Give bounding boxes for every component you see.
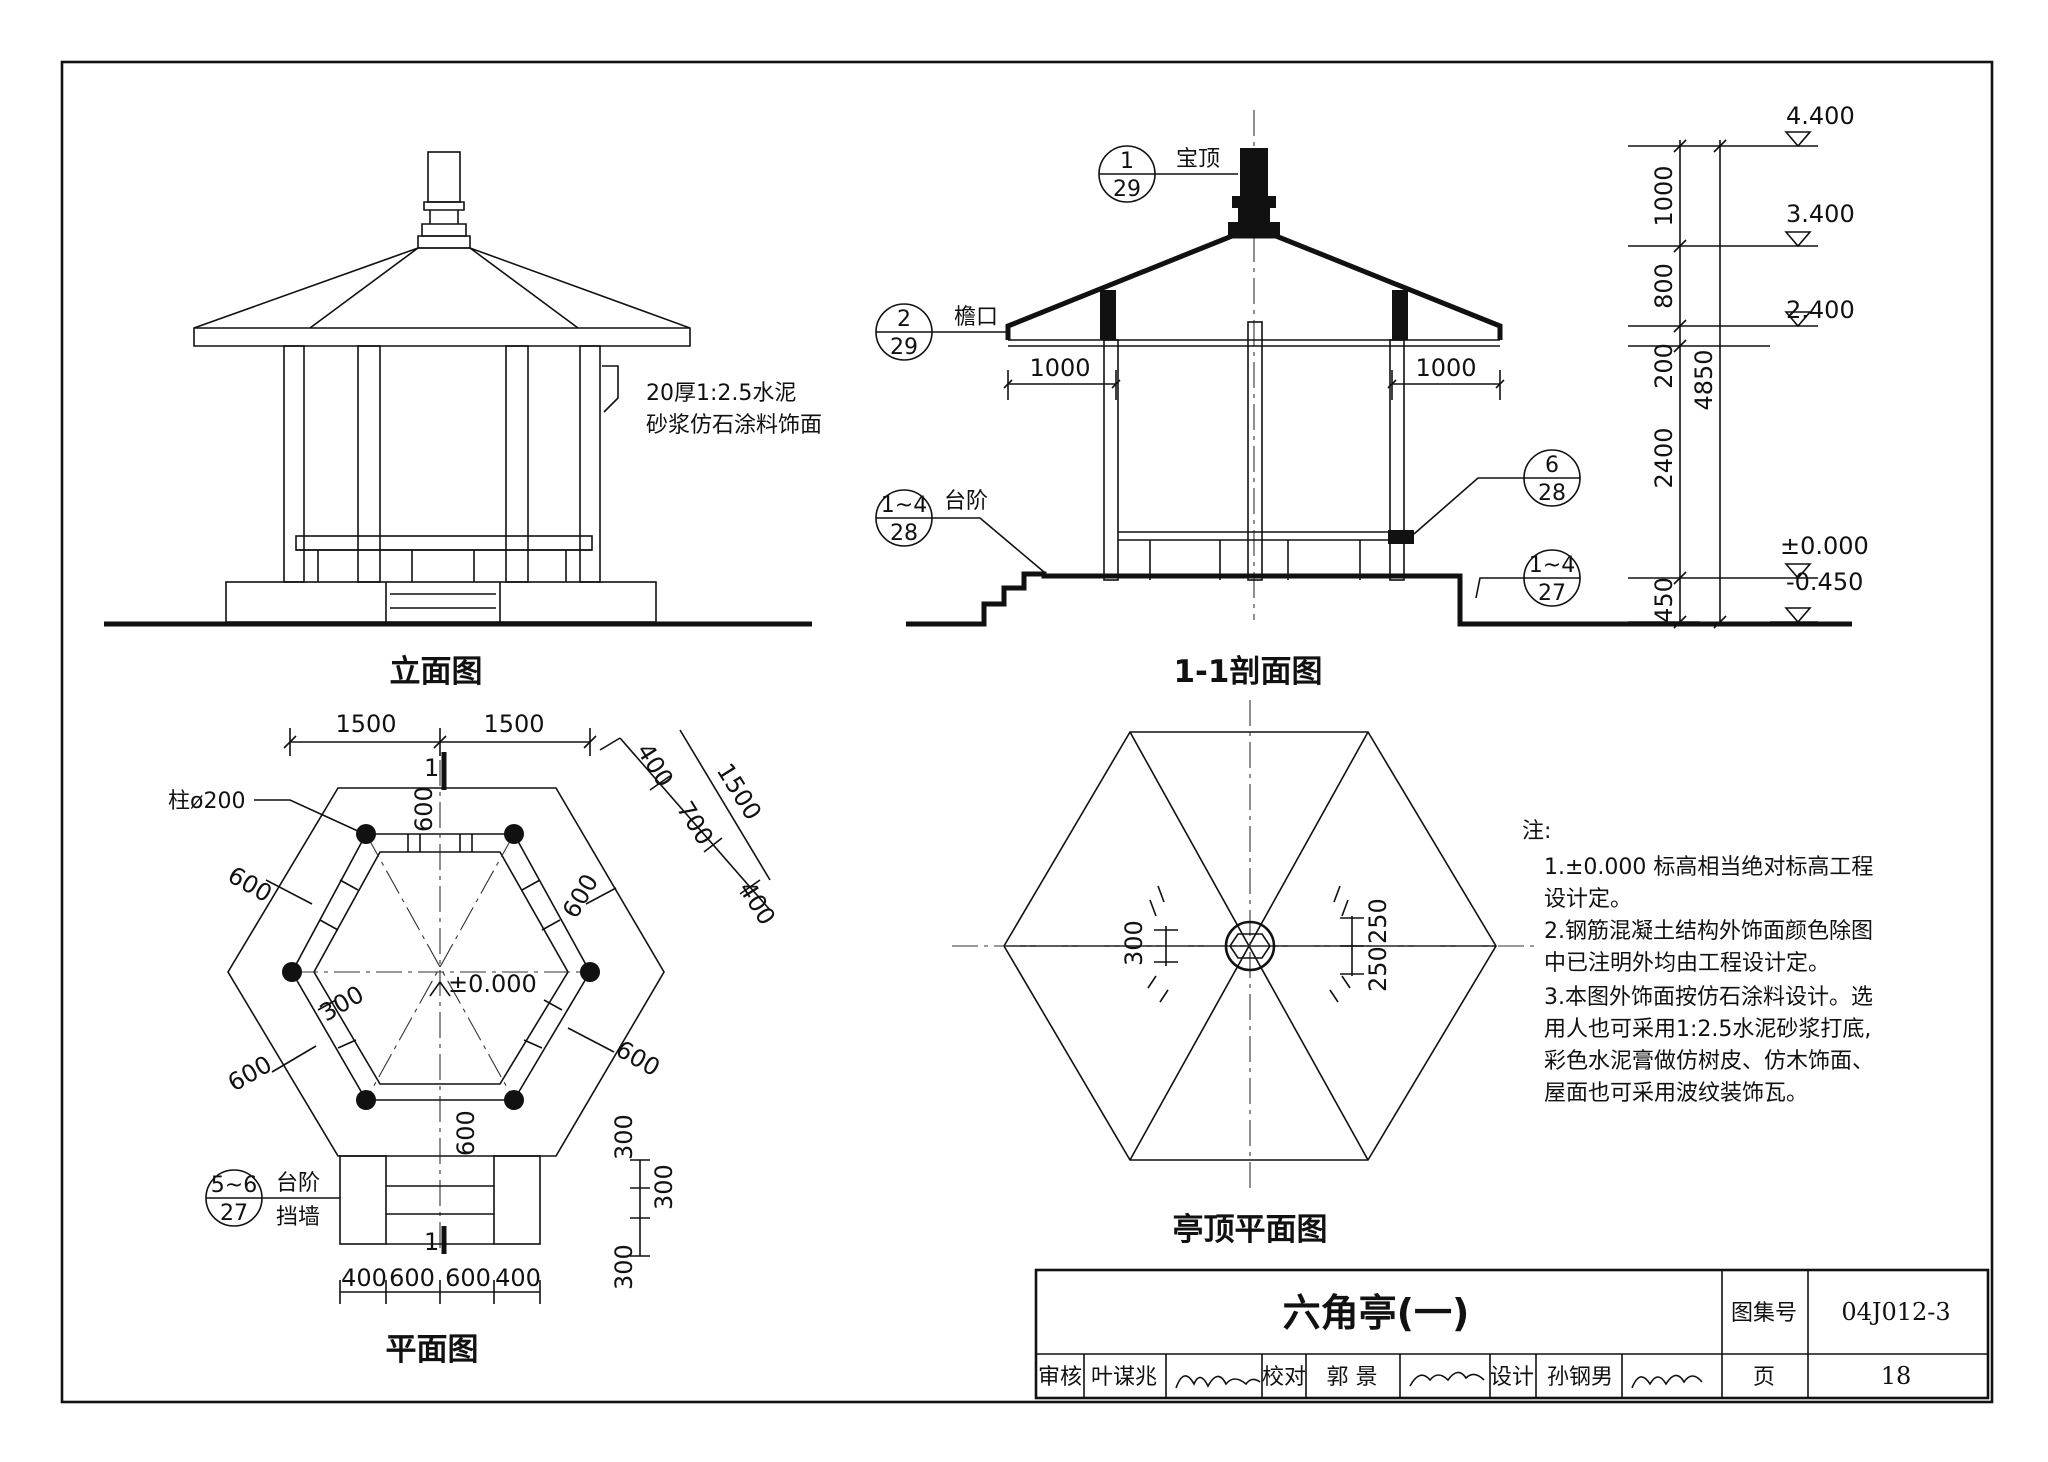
level-4400: 4.400	[1786, 102, 1855, 130]
roof-plan-view: 300 250 250 亭顶平面图	[952, 700, 1536, 1248]
step-ref-den: 28	[890, 521, 918, 546]
bottom-dim-1: 400	[341, 1264, 387, 1292]
check-label: 校对	[1262, 1365, 1306, 1390]
roof-dim-right-lower: 250	[1364, 946, 1392, 992]
seat-ref-den: 28	[1538, 481, 1566, 506]
section-mark-top: 1	[424, 754, 439, 782]
diag-dim-1500: 1500	[711, 758, 767, 825]
plan-steps	[339, 1155, 541, 1245]
elevation-view: 20厚1:2.5水泥 砂浆仿石涂料饰面 立面图	[104, 151, 822, 690]
level-3400: 3.400	[1786, 200, 1855, 228]
section-mark-bottom: 1	[424, 1228, 439, 1256]
page-number: 18	[1881, 1362, 1912, 1390]
plan-step-label2: 挡墙	[276, 1205, 320, 1230]
finial-ref-den: 29	[1113, 177, 1141, 202]
seat-dim-left-lower: 600	[223, 1050, 277, 1097]
note-line-3: 2.钢筋混凝土结构外饰面颜色除图	[1544, 919, 1873, 944]
notes-heading: 注:	[1522, 819, 1551, 844]
seat-dim-right-lower: 600	[611, 1035, 665, 1082]
diag-dim-400-top: 400	[631, 738, 679, 792]
atlas-number: 04J012-3	[1841, 1298, 1950, 1326]
eave-ref-den: 29	[890, 335, 918, 360]
plan-step-ref-den: 27	[220, 1201, 248, 1226]
plan-dim-top-left: 1500	[335, 710, 396, 738]
note-line-8: 屋面也可采用波纹装饰瓦。	[1544, 1081, 1808, 1106]
atlas-label: 图集号	[1731, 1301, 1797, 1326]
step-dim-v3: 300	[610, 1244, 638, 1290]
seat-dim-right-upper: 600	[557, 869, 604, 923]
plan-step-ref-num: 5~6	[211, 1173, 257, 1198]
notes-block: 注: 1.±0.000 标高相当绝对标高工程 设计定。 2.钢筋混凝土结构外饰面…	[1522, 819, 1874, 1106]
note-line-5: 3.本图外饰面按仿石涂料设计。选	[1544, 985, 1873, 1010]
seat-dim-top: 600	[410, 786, 438, 832]
elevation-title: 立面图	[390, 654, 483, 690]
roof-plan-title: 亭顶平面图	[1173, 1212, 1328, 1248]
note-line-1: 1.±0.000 标高相当绝对标高工程	[1544, 855, 1873, 880]
finish-note-line2: 砂浆仿石涂料饰面	[646, 413, 822, 438]
level-2400: 2.400	[1786, 296, 1855, 324]
reviewer-name: 叶谋兆	[1091, 1365, 1157, 1390]
seat-dim-left-upper: 600	[223, 861, 277, 908]
finish-note-line1: 20厚1:2.5水泥	[646, 381, 796, 406]
plan-view: 1500 1500 柱ø200 1 1	[168, 710, 781, 1368]
roof-dim-right-upper: 250	[1364, 898, 1392, 944]
design-label: 设计	[1490, 1365, 1534, 1390]
section-dim-right: 1000	[1415, 354, 1476, 382]
roof-dim-left: 300	[1120, 920, 1148, 966]
plan-dim-top-right: 1500	[483, 710, 544, 738]
bottom-dim-2: 600	[389, 1264, 435, 1292]
plan-center-level: ±0.000	[448, 970, 537, 998]
plan-step-label1: 台阶	[276, 1171, 320, 1196]
note-line-4: 中已注明外均由工程设计定。	[1544, 951, 1830, 976]
reviewer-signature	[1175, 1375, 1261, 1389]
base-ref-num: 1~4	[1529, 553, 1575, 578]
finial-ref-num: 1	[1120, 149, 1134, 174]
step-dim-v1: 300	[610, 1114, 638, 1160]
plan-title: 平面图	[386, 1332, 479, 1368]
finial-label: 宝顶	[1176, 147, 1220, 172]
title-block: 六角亭(一) 图集号 04J012-3 页 18 审核 叶谋兆 校对 郭 景 设…	[1034, 1268, 1990, 1400]
drawing-title: 六角亭(一)	[1283, 1291, 1470, 1335]
step-label: 台阶	[944, 489, 988, 514]
page-label: 页	[1753, 1365, 1775, 1390]
note-line-7: 彩色水泥膏做仿树皮、仿木饰面、	[1544, 1049, 1874, 1074]
bottom-dim-4: 400	[495, 1264, 541, 1292]
vdim-200: 200	[1650, 343, 1678, 389]
step-dim-v2: 300	[650, 1164, 678, 1210]
level-0000: ±0.000	[1780, 532, 1869, 560]
note-line-6: 用人也可采用1:2.5水泥砂浆打底,	[1544, 1017, 1871, 1042]
base-ref-den: 27	[1538, 581, 1566, 606]
vdim-2400: 2400	[1650, 427, 1678, 488]
vdim-800: 800	[1650, 263, 1678, 309]
section-title: 1-1剖面图	[1173, 654, 1322, 690]
plan-columns	[282, 824, 600, 1110]
checker-signature	[1409, 1371, 1485, 1387]
diag-dim-400-bottom: 400	[733, 876, 781, 930]
vdim-450: 450	[1650, 577, 1678, 623]
bottom-dim-3: 600	[445, 1264, 491, 1292]
eave-ref-num: 2	[897, 307, 911, 332]
section-dim-left: 1000	[1029, 354, 1090, 382]
seat-ref-num: 6	[1545, 453, 1559, 478]
note-line-2: 设计定。	[1544, 887, 1632, 912]
section-view: 1000 1000 1 29 宝顶 2 29 檐口 1~4 28 台阶 6 28	[875, 102, 1869, 690]
designer-name: 孙钢男	[1547, 1365, 1613, 1390]
seat-dim-bottom: 600	[452, 1110, 480, 1156]
column-label: 柱ø200	[168, 789, 245, 814]
checker-name: 郭 景	[1327, 1365, 1378, 1390]
eave-label: 檐口	[954, 305, 998, 330]
level-minus-0450: -0.450	[1786, 568, 1863, 596]
review-label: 审核	[1038, 1365, 1082, 1390]
sheet-border	[60, 60, 1994, 1404]
designer-signature	[1631, 1374, 1703, 1389]
step-ref-num: 1~4	[881, 493, 927, 518]
vdim-1000: 1000	[1650, 165, 1678, 226]
vdim-total: 4850	[1690, 349, 1718, 410]
